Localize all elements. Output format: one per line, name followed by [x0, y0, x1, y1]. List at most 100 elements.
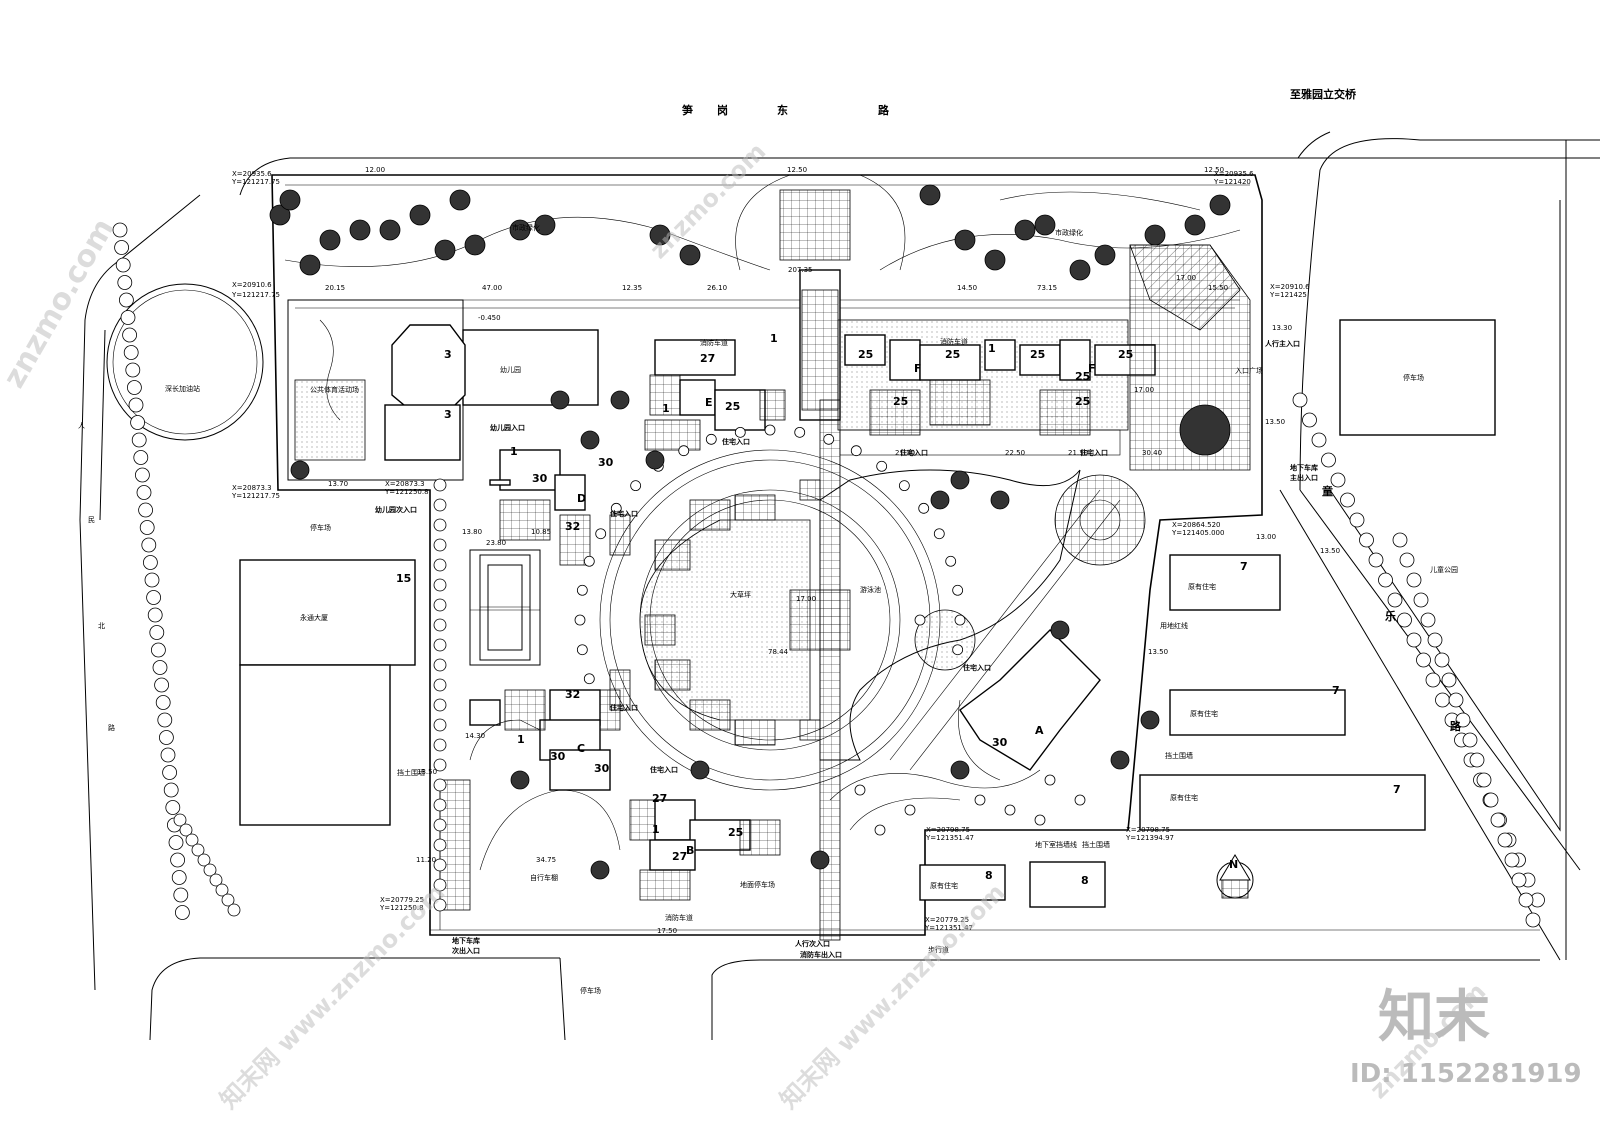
tree	[974, 794, 986, 806]
tree	[595, 528, 607, 540]
tree	[952, 584, 964, 596]
tree	[764, 424, 776, 436]
central-ring	[599, 449, 941, 791]
tree	[1483, 792, 1499, 808]
road-right-char-2: 乐	[1385, 609, 1396, 623]
existing-1-label: 原有住宅	[1188, 582, 1216, 591]
floor-count: 27	[700, 352, 715, 365]
elevation-mark: 11.20	[416, 856, 436, 864]
survey-coordinate: Y=121250.8	[379, 904, 424, 912]
tree	[433, 618, 447, 632]
tree	[1434, 652, 1450, 668]
tree	[678, 445, 690, 457]
residential-entry-1: 住宅入口	[722, 437, 750, 446]
tree	[898, 480, 910, 492]
tree	[1069, 259, 1091, 281]
floor-count: 30	[532, 472, 548, 485]
tree	[945, 555, 957, 567]
floor-count: 32	[565, 520, 580, 533]
floor-count: 15	[396, 572, 411, 585]
pool	[789, 469, 1081, 761]
tree	[171, 870, 187, 885]
survey-coordinate: Y=121217.75	[231, 178, 280, 186]
floor-count: 30	[992, 736, 1008, 749]
note-ground-parking: 地面停车场	[740, 880, 775, 889]
tree	[1144, 224, 1166, 246]
dimension: 13.80	[462, 528, 482, 536]
tree	[433, 518, 447, 532]
dimension: 26.10	[707, 284, 727, 292]
tree	[464, 234, 486, 256]
elevation-mark: 17.50	[657, 927, 677, 935]
tree	[574, 614, 586, 626]
building-b-block	[629, 799, 781, 901]
building-letter-d: D	[577, 492, 586, 505]
dimension: 73.15	[1037, 284, 1057, 292]
tree	[115, 257, 131, 273]
tree	[1435, 692, 1450, 708]
road-left-char-1: 人	[78, 422, 85, 430]
tree	[433, 718, 447, 732]
tree	[433, 558, 447, 572]
note-garage-retaining: 地下室挡墙线	[1035, 840, 1077, 849]
road-right-char-1: 童	[1322, 484, 1333, 498]
floor-count: 30	[598, 456, 614, 469]
tree	[705, 433, 717, 445]
tree	[1397, 612, 1412, 628]
tree	[122, 327, 138, 343]
dimension: 21.30	[1068, 449, 1088, 457]
tree	[876, 460, 888, 472]
tree	[191, 843, 205, 857]
tree	[155, 695, 171, 710]
note-retaining-1: 挡土围墙	[397, 768, 425, 777]
floor-count: 3	[444, 348, 452, 361]
elevation-mark: 12.50	[787, 166, 807, 174]
tree	[149, 625, 165, 640]
tree	[583, 555, 595, 567]
tree	[158, 730, 174, 745]
tree	[1413, 592, 1429, 608]
tree	[1518, 892, 1534, 908]
road-right-char-3: 路	[1450, 719, 1462, 733]
tree	[142, 555, 158, 570]
tree	[120, 310, 136, 325]
kindergarten-side-entry: 幼儿园次入口	[375, 505, 417, 514]
residential-entry-7: 住宅入口	[1080, 448, 1108, 457]
tree	[123, 345, 139, 360]
tree	[510, 770, 530, 790]
tree	[168, 835, 184, 850]
tree	[269, 204, 291, 226]
survey-coordinate: Y=121351.47	[925, 834, 974, 842]
survey-coordinate: X=20910.6	[232, 281, 272, 289]
floor-count: 1	[517, 733, 525, 746]
building-a	[958, 629, 1101, 781]
elevation-mark: 12.00	[365, 166, 385, 174]
floor-count: 7	[1332, 684, 1340, 697]
tree	[823, 433, 835, 445]
road-left-char-2: 民	[88, 516, 95, 524]
building-letter-f1: F	[914, 362, 922, 375]
floor-count: 27	[652, 792, 667, 805]
north-arrow-label: N	[1229, 858, 1238, 871]
note-fire-lane-3: 消防车道	[665, 913, 693, 922]
tree	[215, 883, 229, 897]
tree	[1425, 672, 1441, 688]
tree	[1448, 692, 1464, 708]
floor-count: 1	[510, 445, 518, 458]
tennis-court	[479, 554, 531, 661]
floor-count: 25	[1030, 348, 1045, 361]
watermark-site-1: znzmo.com	[0, 213, 122, 394]
tree	[433, 798, 447, 812]
building-letter-f2: F	[1088, 362, 1096, 375]
municipal-green-1: 市政绿化	[512, 223, 540, 232]
tree	[1050, 620, 1070, 640]
floor-count: 1	[988, 342, 996, 355]
tree	[950, 760, 970, 780]
tree	[679, 244, 701, 266]
tree	[146, 590, 162, 605]
tree	[1399, 552, 1415, 568]
elevation-mark: 13.50	[1320, 547, 1340, 555]
